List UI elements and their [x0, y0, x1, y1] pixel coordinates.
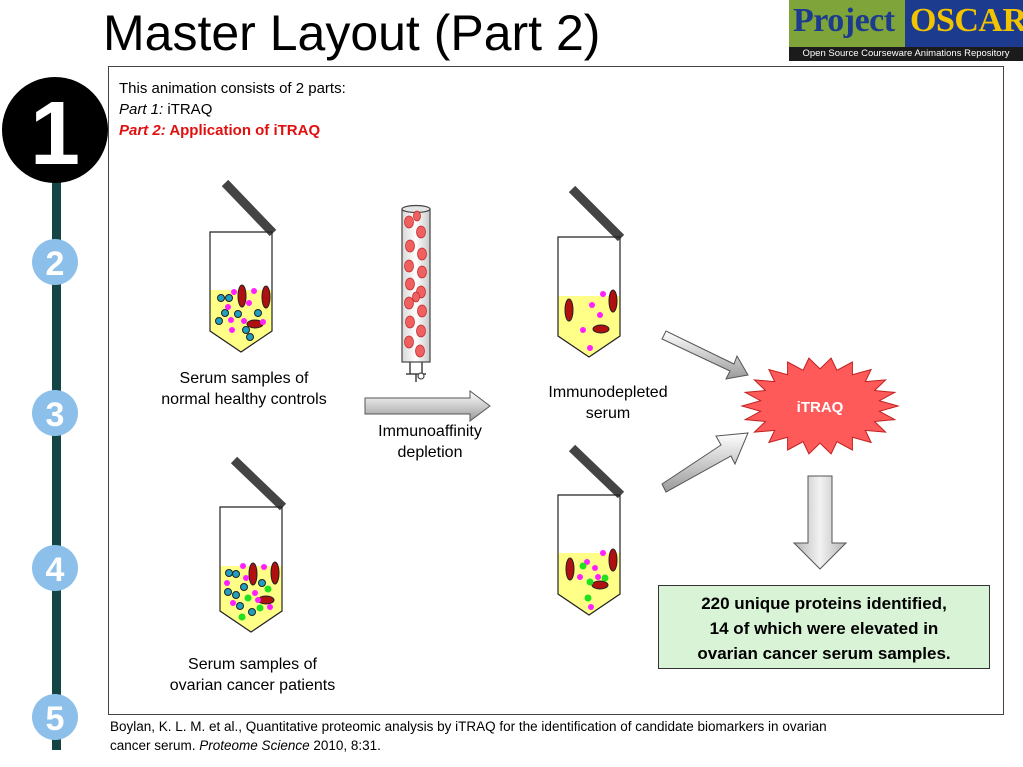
tube-normal-controls — [209, 179, 277, 353]
citation-journal: Proteome Science — [199, 738, 310, 753]
result-line: 14 of which were elevated in — [709, 619, 939, 638]
animation-panel — [108, 66, 1004, 715]
intro-text: This animation consists of 2 parts: Part… — [119, 78, 346, 141]
label-immunoaffinity-depletion: Immunoaffinity depletion — [365, 421, 495, 463]
tube-depleted-normal — [557, 185, 625, 358]
step-1-circle — [2, 77, 108, 183]
step-1-marker[interactable]: 1 — [2, 77, 108, 184]
step-3-circle — [32, 390, 78, 436]
itraq-burst[interactable]: iTRAQ — [740, 357, 900, 455]
label-cancer-patients: Serum samples of ovarian cancer patients — [155, 654, 350, 696]
result-line: 220 unique proteins identified, — [701, 594, 947, 613]
step-1-number: 1 — [30, 84, 80, 184]
serum-particles — [224, 561, 280, 621]
serum-particles — [565, 548, 618, 610]
serum-particles — [215, 284, 271, 341]
step-4-number: 4 — [46, 551, 65, 589]
column-stopcock — [406, 362, 426, 382]
step-2-circle — [32, 239, 78, 285]
stopcock-valve — [417, 372, 425, 380]
logo-tagline: Open Source Courseware Animations Reposi… — [789, 47, 1023, 61]
step-4-marker[interactable]: 4 — [32, 545, 78, 591]
tube-depleted-cancer — [557, 444, 625, 616]
citation-text: 2010, 8:31. — [309, 738, 381, 753]
arrow-to-itraq-top — [661, 330, 749, 380]
step-3-marker[interactable]: 3 — [32, 390, 78, 436]
logo-word-oscar: OSCAR — [910, 2, 1023, 39]
step-3-number: 3 — [46, 396, 65, 434]
citation-text: cancer serum. — [110, 738, 200, 753]
citation: Boylan, K. L. M. et al., Quantitative pr… — [110, 717, 970, 755]
label-line: Serum samples of — [179, 370, 309, 387]
depletion-arrow — [364, 390, 491, 422]
immunoaffinity-column — [401, 204, 431, 382]
label-line: ovarian cancer patients — [169, 677, 336, 694]
project-oscar-logo[interactable]: Project OSCAR Open Source Courseware Ani… — [789, 0, 1023, 61]
down-arrow — [792, 475, 848, 570]
part2-line[interactable]: Part 2: Application of iTRAQ — [119, 120, 346, 141]
tube-outline — [219, 506, 283, 633]
serum-particles — [564, 289, 618, 351]
label-line: normal healthy controls — [161, 391, 327, 408]
timeline-bar — [52, 150, 61, 750]
citation-text: Boylan, K. L. M. et al., Quantitative pr… — [110, 719, 827, 734]
step-2-marker[interactable]: 2 — [32, 239, 78, 285]
step-5-marker[interactable]: 5 — [32, 694, 78, 740]
burst-shape — [740, 357, 900, 455]
page-title: Master Layout (Part 2) — [103, 5, 601, 61]
label-line: Serum samples of — [188, 656, 317, 673]
result-box: 220 unique proteins identified, 14 of wh… — [658, 585, 990, 669]
step-5-number: 5 — [46, 700, 65, 738]
step-2-number: 2 — [46, 245, 65, 283]
label-line: serum — [585, 405, 631, 422]
part1-label: Part 1: — [119, 101, 164, 118]
part2-label: Part 2: — [119, 122, 166, 139]
tube-cap — [568, 185, 625, 242]
logo-green-block — [789, 0, 905, 47]
step-timeline: 1 2 3 4 5 — [2, 77, 108, 750]
result-line: ovarian cancer serum samples. — [697, 644, 951, 663]
arrow-to-itraq-bottom — [661, 432, 749, 493]
part1-text: iTRAQ — [167, 101, 213, 118]
label-immunodepleted-serum: Immunodepleted serum — [537, 382, 679, 424]
serum-fill — [558, 296, 620, 357]
label-normal-controls: Serum samples of normal healthy controls — [146, 368, 342, 410]
tube-cap — [221, 179, 277, 237]
part2-text: Application of iTRAQ — [169, 122, 321, 139]
label-line: depletion — [397, 444, 463, 461]
tube-cap — [230, 456, 287, 511]
tube-outline — [557, 236, 621, 358]
step-5-circle — [32, 694, 78, 740]
intro-line: This animation consists of 2 parts: — [119, 80, 346, 97]
label-line: Immunodepleted — [548, 384, 668, 401]
tube-cap — [568, 444, 625, 499]
label-line: Immunoaffinity — [378, 423, 482, 440]
logo-word-project: Project — [793, 2, 895, 39]
part1-line[interactable]: Part 1: iTRAQ — [119, 99, 346, 120]
itraq-label: iTRAQ — [797, 399, 844, 416]
tube-cancer-patients — [219, 456, 287, 633]
tube-outline — [557, 494, 621, 616]
affinity-beads — [404, 210, 427, 358]
tube-outline — [209, 231, 273, 353]
step-4-circle — [32, 545, 78, 591]
